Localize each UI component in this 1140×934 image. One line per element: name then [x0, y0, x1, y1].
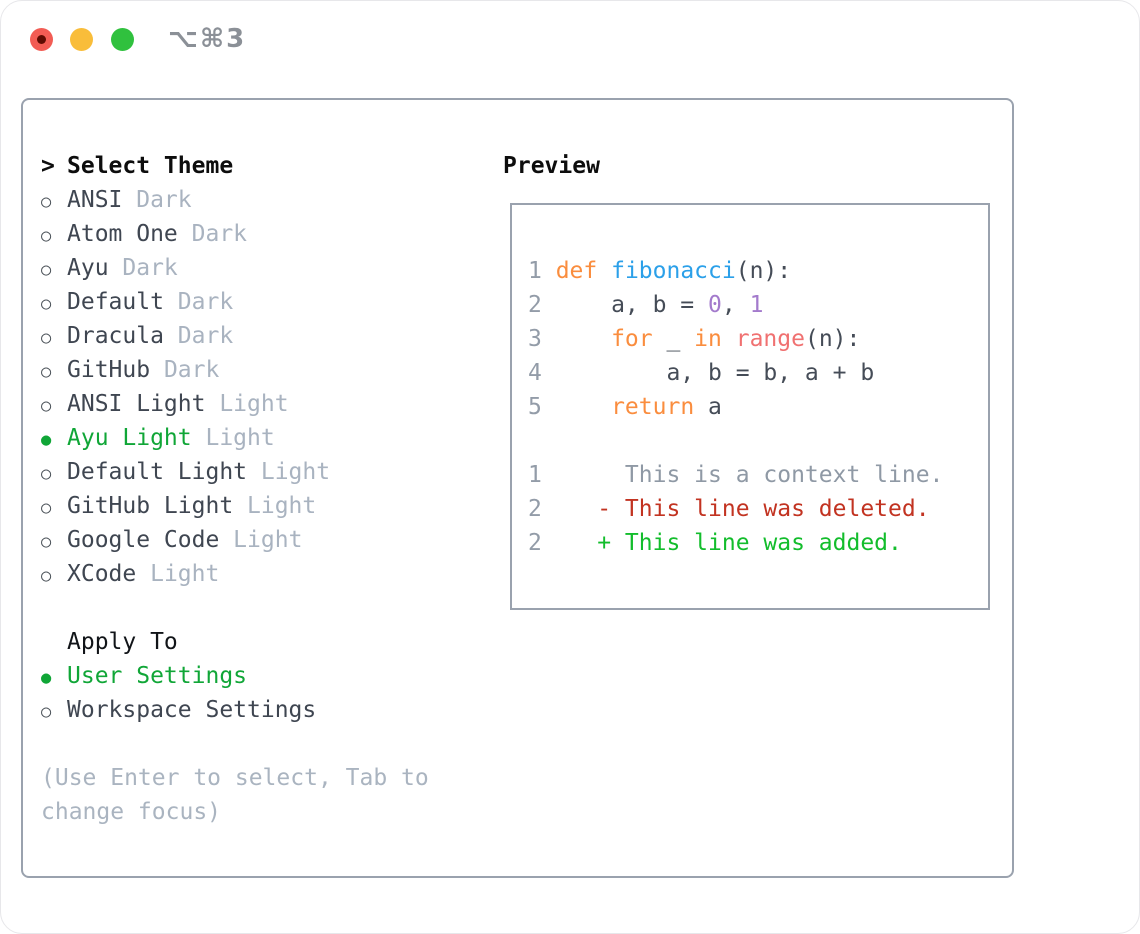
radio-unselected-icon: ○: [41, 702, 52, 722]
maximize-button[interactable]: [111, 28, 134, 51]
item-label: Ayu Light: [67, 425, 192, 451]
code-line: 1 def fibonacci(n):: [528, 254, 943, 288]
line-number: 2: [528, 496, 542, 522]
code-line: 4 a, b = b, a + b: [528, 356, 943, 390]
theme-picker-panel: > Select Theme ○ ANSI Dark ○ Atom One Dark ○ A…: [21, 98, 1014, 878]
line-number: 2: [528, 292, 542, 318]
radio-selected-icon: ●: [41, 668, 52, 688]
item-label: Ayu: [67, 255, 109, 281]
apply-to-list: ● User Settings ○ Workspace Settings: [41, 659, 481, 727]
minimize-button[interactable]: [70, 28, 93, 51]
radio-unselected-icon: ○: [41, 328, 52, 348]
item-label: Atom One: [67, 221, 178, 247]
item-label: User Settings: [67, 663, 248, 689]
spacer: [41, 591, 481, 625]
code-line: 5 return a: [528, 390, 943, 424]
keyboard-hint: (Use Enter to select, Tab to change focu…: [41, 765, 429, 825]
line-number: 5: [528, 394, 542, 420]
theme-item-google-code[interactable]: ○ Google Code Light: [41, 523, 481, 557]
item-variant-tag: Dark: [163, 323, 234, 349]
code-line: 2 a, b = 0, 1: [528, 288, 943, 322]
preview-header: Preview: [503, 153, 600, 179]
radio-unselected-icon: ○: [41, 396, 52, 416]
item-variant-tag: Dark: [150, 357, 220, 383]
item-variant-tag: Light: [219, 527, 303, 553]
window-title: ⌥⌘3: [168, 24, 247, 54]
code-line: 2 + This line was added.: [528, 526, 943, 560]
line-number: 1: [528, 258, 542, 284]
select-theme-header: Select Theme: [67, 153, 234, 179]
code-text: This is a context line.: [555, 462, 944, 488]
code-text: + This line was added.: [555, 530, 902, 556]
item-variant-tag: Dark: [163, 289, 234, 315]
item-label: GitHub Light: [67, 493, 234, 519]
line-number: 1: [528, 462, 542, 488]
titlebar: ⌥⌘3: [1, 1, 1139, 76]
item-variant-tag: Light: [191, 425, 275, 451]
code-line: 3 for _ in range(n):: [528, 322, 943, 356]
item-variant-tag: Dark: [108, 255, 178, 281]
theme-item-ayu-light[interactable]: ● Ayu Light Light: [41, 421, 481, 455]
apply-to-header: Apply To: [67, 629, 178, 655]
code-text: a, b = 0, 1: [555, 292, 764, 318]
item-variant-tag: Light: [233, 493, 317, 519]
item-label: Default: [67, 289, 164, 315]
theme-item-dracula[interactable]: ○ Dracula Dark: [41, 319, 481, 353]
item-label: GitHub: [67, 357, 151, 383]
code-line: [528, 424, 943, 458]
close-button[interactable]: [30, 28, 53, 51]
apply-to-header-row: Apply To: [41, 625, 481, 659]
item-label: Google Code: [67, 527, 220, 553]
code-text: - This line was deleted.: [555, 496, 930, 522]
item-variant-tag: Dark: [177, 221, 248, 247]
prompt-caret-icon: >: [41, 153, 55, 179]
radio-unselected-icon: ○: [41, 226, 52, 246]
theme-item-github-light[interactable]: ○ GitHub Light Light: [41, 489, 481, 523]
code-text: def fibonacci(n):: [555, 258, 792, 284]
radio-unselected-icon: ○: [41, 260, 52, 280]
apply-option-workspace-settings[interactable]: ○ Workspace Settings: [41, 693, 481, 727]
theme-item-github[interactable]: ○ GitHub Dark: [41, 353, 481, 387]
radio-unselected-icon: ○: [41, 464, 52, 484]
theme-item-default[interactable]: ○ Default Dark: [41, 285, 481, 319]
theme-item-ayu[interactable]: ○ Ayu Dark: [41, 251, 481, 285]
item-variant-tag: Light: [205, 391, 289, 417]
code-text: return a: [611, 394, 722, 420]
item-label: Workspace Settings: [67, 697, 317, 723]
theme-item-ansi[interactable]: ○ ANSI Dark: [41, 183, 481, 217]
radio-unselected-icon: ○: [41, 498, 52, 518]
item-label: Default Light: [67, 459, 248, 485]
item-label: ANSI Light: [67, 391, 206, 417]
theme-item-atom-one[interactable]: ○ Atom One Dark: [41, 217, 481, 251]
code-line: 2 - This line was deleted.: [528, 492, 943, 526]
item-label: XCode: [67, 561, 137, 587]
code-text: a, b = b, a + b: [555, 360, 875, 386]
select-theme-header-row: > Select Theme: [41, 149, 481, 183]
line-number: 4: [528, 360, 542, 386]
radio-unselected-icon: ○: [41, 192, 52, 212]
item-label: Dracula: [67, 323, 164, 349]
radio-unselected-icon: ○: [41, 532, 52, 552]
radio-unselected-icon: ○: [41, 362, 52, 382]
line-number: 3: [528, 326, 542, 352]
radio-selected-icon: ●: [41, 430, 52, 450]
theme-list: ○ ANSI Dark ○ Atom One Dark ○ Ayu Dark ○ Defaul…: [41, 183, 481, 591]
radio-unselected-icon: ○: [41, 566, 52, 586]
theme-item-ansi-light[interactable]: ○ ANSI Light Light: [41, 387, 481, 421]
theme-item-default-light[interactable]: ○ Default Light Light: [41, 455, 481, 489]
item-variant-tag: Light: [136, 561, 220, 587]
item-label: ANSI: [67, 187, 123, 213]
item-variant-tag: Dark: [122, 187, 192, 213]
code-text: for _ in range(n):: [611, 326, 861, 352]
item-variant-tag: Light: [247, 459, 331, 485]
theme-item-xcode[interactable]: ○ XCode Light: [41, 557, 481, 591]
apply-option-user-settings[interactable]: ● User Settings: [41, 659, 481, 693]
line-number: 2: [528, 530, 542, 556]
close-modified-dot-icon: [37, 35, 46, 44]
radio-unselected-icon: ○: [41, 294, 52, 314]
code-line: 1 This is a context line.: [528, 458, 943, 492]
theme-list-column: > Select Theme ○ ANSI Dark ○ Atom One Dark ○ A…: [41, 149, 481, 829]
